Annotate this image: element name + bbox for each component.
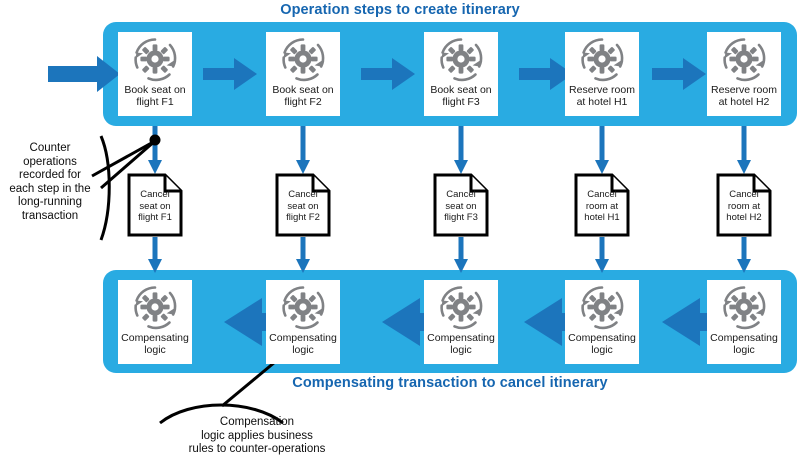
bottom-flow-arrow-2 xyxy=(382,298,458,346)
left-annotation-text: Counter operations recorded for each ste… xyxy=(9,142,91,222)
document-label: Cancel room at hotel H1 xyxy=(584,189,620,223)
connector-doc2-comp2 xyxy=(296,237,310,273)
compensating-label: Compensating logic xyxy=(121,332,189,356)
step-label: Book seat on flight F3 xyxy=(430,84,492,108)
document-label: Cancel seat on flight F1 xyxy=(138,189,172,223)
step-label: Book seat on flight F1 xyxy=(124,84,186,108)
connector-doc5-comp5 xyxy=(737,237,751,273)
compensating-box-3[interactable]: Compensating logic xyxy=(424,280,498,364)
top-band-title: Operation steps to create itinerary xyxy=(280,2,520,18)
document-cancel-seat-f3[interactable]: Cancel seat on flight F3 xyxy=(433,173,489,237)
gear-refresh-icon xyxy=(580,286,624,330)
top-flow-arrow-4 xyxy=(652,58,706,90)
compensating-label: Compensating logic xyxy=(269,332,337,356)
document-cancel-room-h2[interactable]: Cancel room at hotel H2 xyxy=(716,173,772,237)
step-label: Reserve room at hotel H1 xyxy=(569,84,635,108)
step-box-book-seat-f1[interactable]: Book seat on flight F1 xyxy=(118,32,192,116)
bottom-annotation-text: Compensation logic applies business rule… xyxy=(188,416,326,455)
document-label: Cancel seat on flight F3 xyxy=(444,189,478,223)
connector-doc3-comp3 xyxy=(454,237,468,273)
step-box-book-seat-f3[interactable]: Book seat on flight F3 xyxy=(424,32,498,116)
connector-doc4-comp4 xyxy=(595,237,609,273)
compensating-box-2[interactable]: Compensating logic xyxy=(266,280,340,364)
compensating-label: Compensating logic xyxy=(568,332,636,356)
gear-refresh-icon xyxy=(439,38,483,82)
compensating-label: Compensating logic xyxy=(427,332,495,356)
gear-refresh-icon xyxy=(439,286,483,330)
connector-doc1-comp1 xyxy=(148,237,162,273)
entry-arrow-right-icon xyxy=(48,56,120,92)
step-box-reserve-room-h2[interactable]: Reserve room at hotel H2 xyxy=(707,32,781,116)
gear-refresh-icon xyxy=(281,286,325,330)
bottom-flow-arrow-3 xyxy=(524,298,600,346)
document-label: Cancel room at hotel H2 xyxy=(726,189,762,223)
compensating-box-5[interactable]: Compensating logic xyxy=(707,280,781,364)
connector-step1-doc1 xyxy=(148,126,162,174)
step-box-book-seat-f2[interactable]: Book seat on flight F2 xyxy=(266,32,340,116)
compensating-box-1[interactable]: Compensating logic xyxy=(118,280,192,364)
document-cancel-seat-f2[interactable]: Cancel seat on flight F2 xyxy=(275,173,331,237)
compensating-box-4[interactable]: Compensating logic xyxy=(565,280,639,364)
connector-step2-doc2 xyxy=(296,126,310,174)
connector-step5-doc5 xyxy=(737,126,751,174)
top-flow-arrow-2 xyxy=(361,58,415,90)
step-box-reserve-room-h1[interactable]: Reserve room at hotel H1 xyxy=(565,32,639,116)
gear-refresh-icon xyxy=(722,286,766,330)
top-flow-arrow-3 xyxy=(519,58,573,90)
gear-refresh-icon xyxy=(133,286,177,330)
step-label: Book seat on flight F2 xyxy=(272,84,334,108)
step-label: Reserve room at hotel H2 xyxy=(711,84,777,108)
gear-refresh-icon xyxy=(133,38,177,82)
left-annotation-callout xyxy=(91,134,161,241)
bottom-flow-arrow-1 xyxy=(224,298,300,346)
gear-refresh-icon xyxy=(281,38,325,82)
gear-refresh-icon xyxy=(580,38,624,82)
bottom-band-title: Compensating transaction to cancel itine… xyxy=(292,375,608,391)
bottom-flow-arrow-4 xyxy=(662,298,740,346)
document-label: Cancel seat on flight F2 xyxy=(286,189,320,223)
document-cancel-seat-f1[interactable]: Cancel seat on flight F1 xyxy=(127,173,183,237)
connector-step3-doc3 xyxy=(454,126,468,174)
document-cancel-room-h1[interactable]: Cancel room at hotel H1 xyxy=(574,173,630,237)
connector-step4-doc4 xyxy=(595,126,609,174)
top-flow-arrow-1 xyxy=(203,58,257,90)
gear-refresh-icon xyxy=(722,38,766,82)
compensating-label: Compensating logic xyxy=(710,332,778,356)
